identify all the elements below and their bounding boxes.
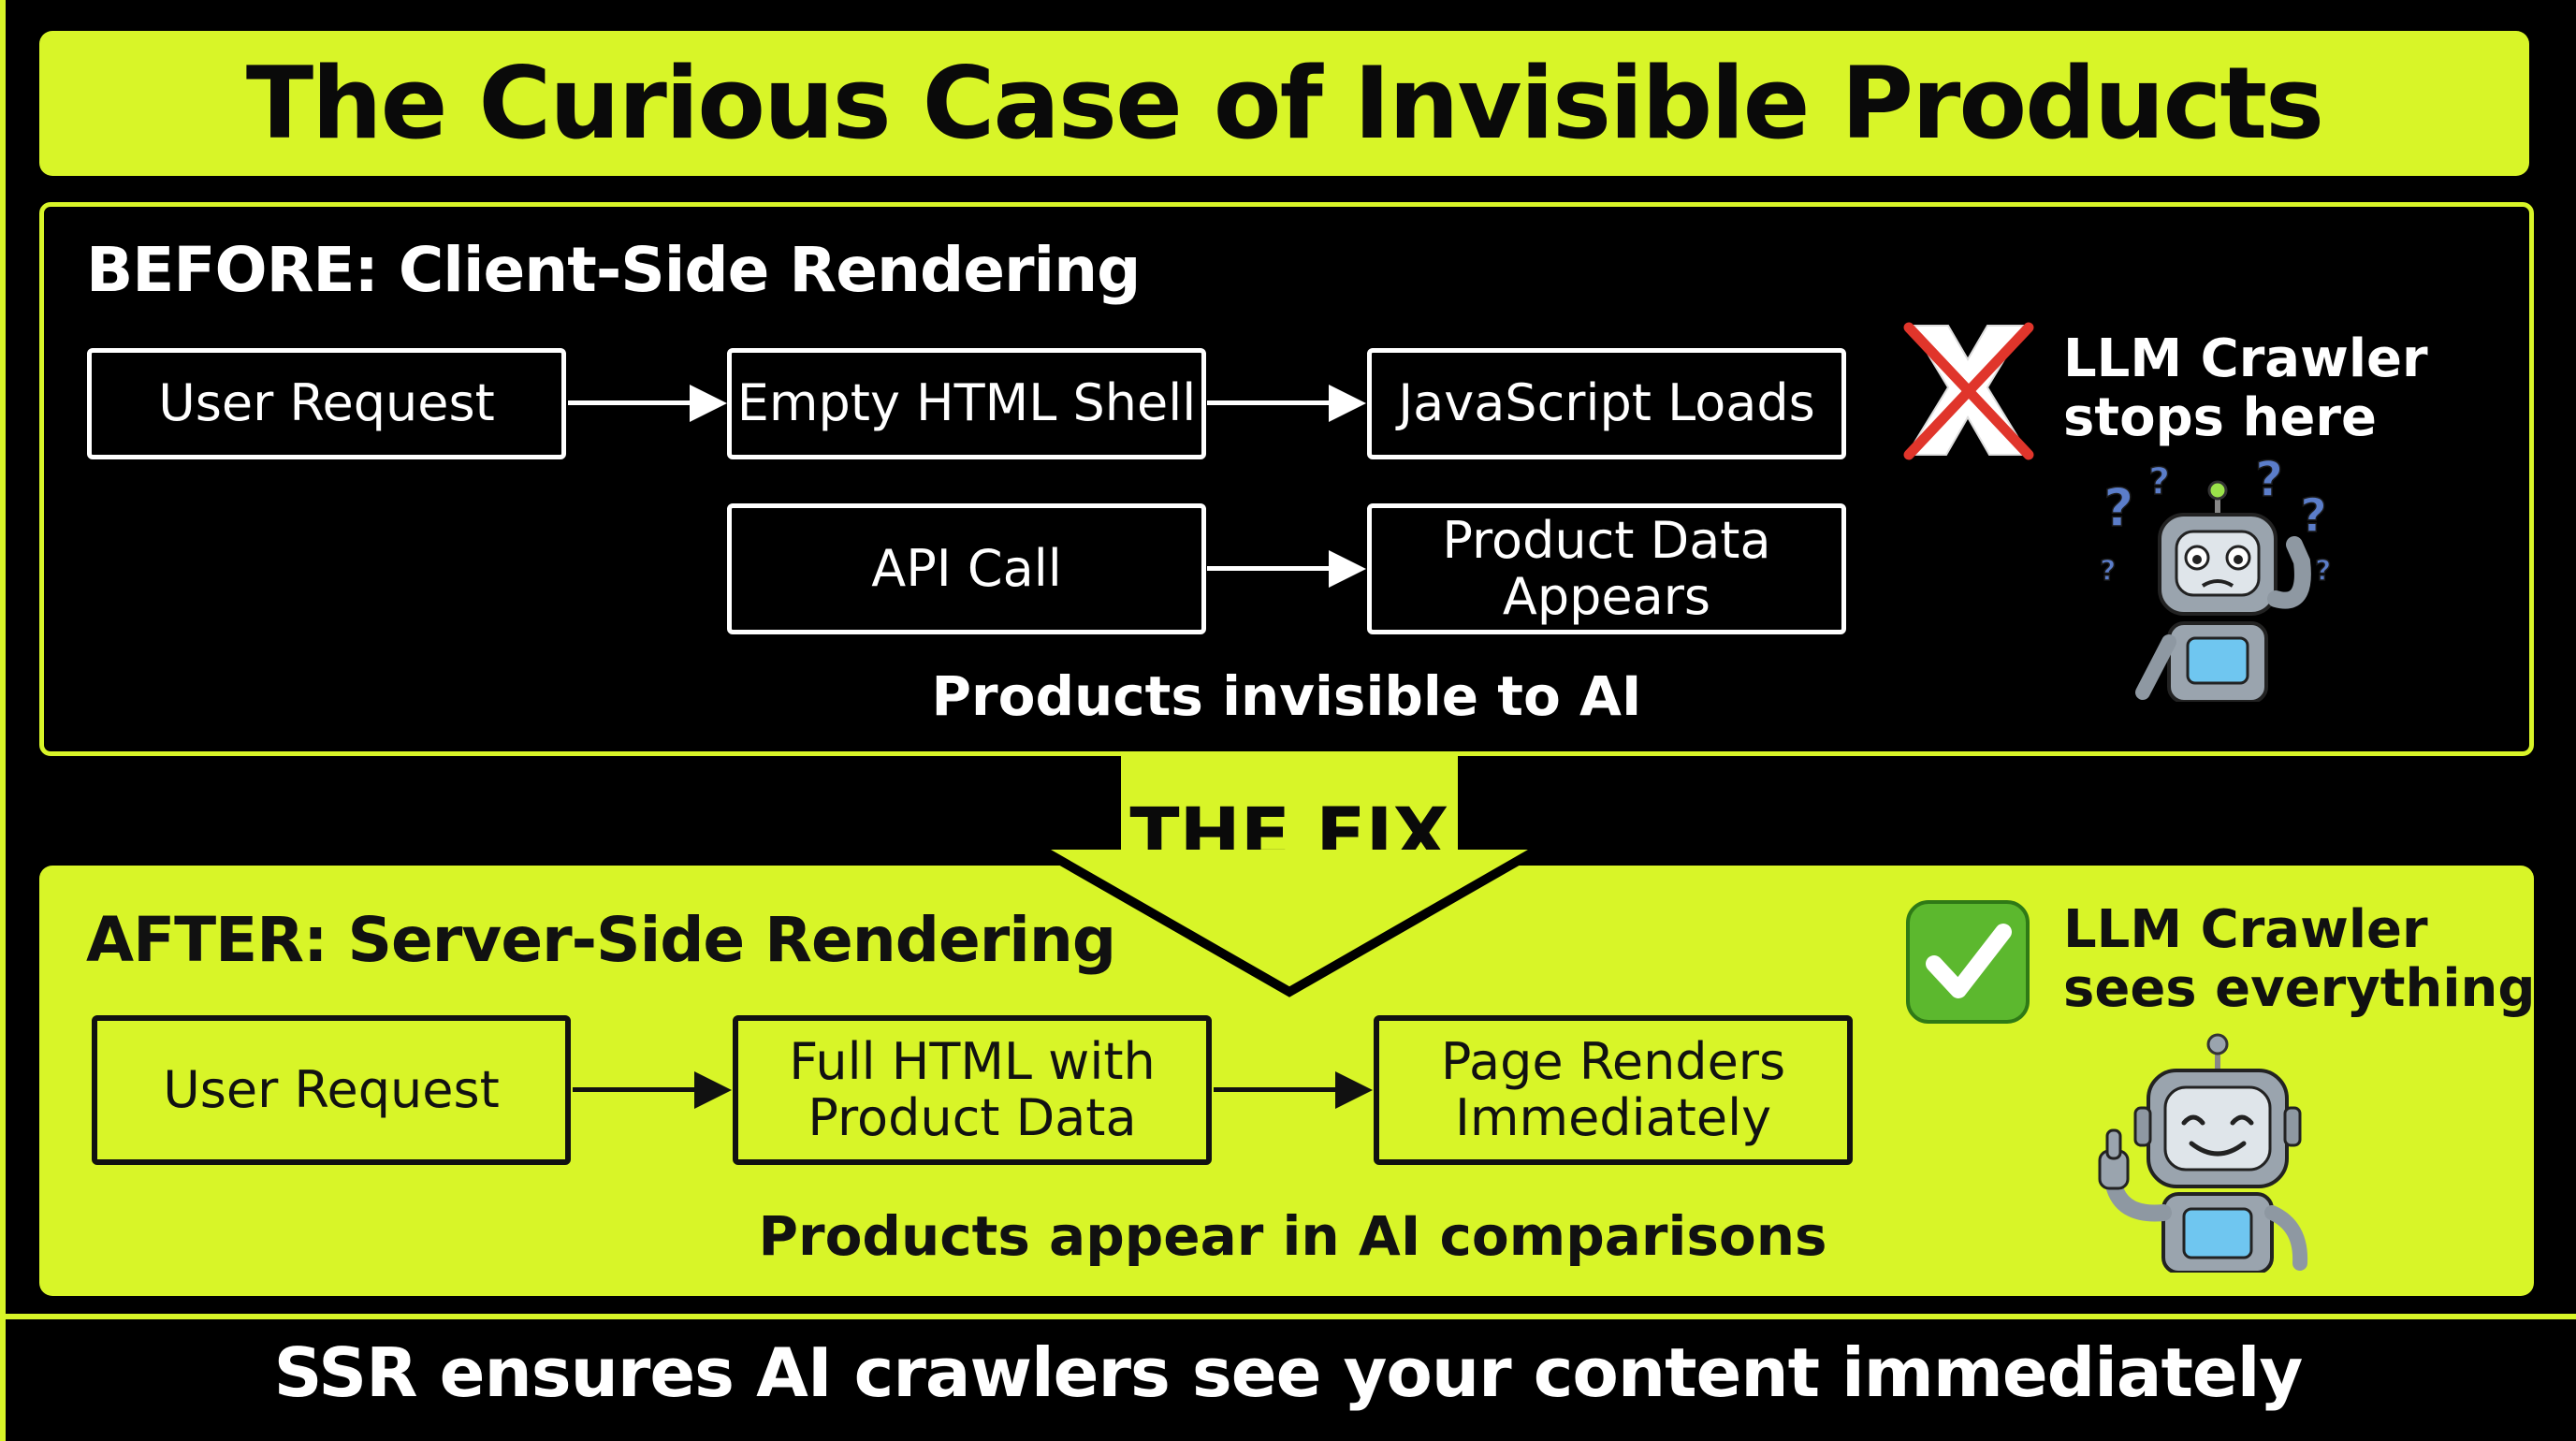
svg-text:?: ? [2148, 460, 2170, 503]
footer-divider [0, 1314, 2576, 1319]
step-label: Empty HTML Shell [736, 373, 1197, 433]
before-step-api-call: API Call [727, 503, 1206, 634]
after-step-page-renders: Page Renders Immediately [1374, 1015, 1853, 1165]
red-cross-icon [1903, 322, 2034, 460]
before-step-product-data: Product Data Appears [1367, 503, 1846, 634]
flow-arrow [1214, 1071, 1373, 1109]
page-title: The Curious Case of Invisible Products [245, 46, 2324, 161]
flow-arrow [568, 385, 727, 422]
step-label: API Call [871, 538, 1062, 598]
flow-arrow [1207, 550, 1366, 588]
step-label-line2: Product Data [808, 1088, 1137, 1147]
after-crawler-note: LLM Crawler sees everything [2063, 900, 2536, 1019]
svg-text:?: ? [2103, 478, 2133, 539]
after-heading: AFTER: Server-Side Rendering [86, 904, 1116, 976]
svg-text:?: ? [2315, 555, 2331, 588]
note-line2: sees everything [2063, 958, 2536, 1020]
happy-robot-icon [2098, 1033, 2308, 1273]
flow-arrow [573, 1071, 732, 1109]
note-line1: LLM Crawler [2063, 899, 2428, 960]
before-heading: BEFORE: Client-Side Rendering [86, 234, 1141, 306]
before-panel [39, 202, 2534, 756]
after-step-full-html: Full HTML with Product Data [733, 1015, 1212, 1165]
before-crawler-note: LLM Crawler stops here [2063, 329, 2428, 448]
before-step-empty-shell: Empty HTML Shell [727, 348, 1206, 459]
title-banner: The Curious Case of Invisible Products [39, 31, 2529, 176]
flow-arrow [1207, 385, 1366, 422]
before-step-javascript-loads: JavaScript Loads [1367, 348, 1846, 459]
step-label-line2: Appears [1502, 567, 1711, 626]
svg-text:?: ? [2300, 488, 2327, 543]
footer-summary: SSR ensures AI crawlers see your content… [273, 1333, 2304, 1412]
step-label-line1: Page Renders [1440, 1031, 1786, 1091]
step-label: User Request [163, 1059, 500, 1119]
svg-text:?: ? [2100, 555, 2116, 588]
before-step-user-request: User Request [87, 348, 566, 459]
svg-text:?: ? [2255, 458, 2283, 508]
confused-robot-icon: ? ? ? ? ? ? [2099, 458, 2332, 702]
step-label-line2: Immediately [1454, 1088, 1772, 1147]
before-caption: Products invisible to AI [931, 664, 1642, 728]
step-label: User Request [158, 373, 495, 433]
step-label: JavaScript Loads [1398, 373, 1815, 433]
left-accent-border [0, 0, 6, 1441]
after-caption: Products appear in AI comparisons [758, 1204, 1827, 1268]
note-line2: stops here [2063, 387, 2377, 449]
step-label-line1: Full HTML with [789, 1031, 1156, 1091]
note-line1: LLM Crawler [2063, 328, 2428, 389]
step-label-line1: Product Data [1442, 510, 1771, 570]
after-step-user-request: User Request [92, 1015, 571, 1165]
green-check-icon [1906, 900, 2030, 1024]
